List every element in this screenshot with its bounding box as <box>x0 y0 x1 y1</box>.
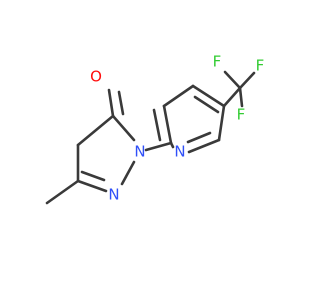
bond-c4-c5 <box>76 114 115 147</box>
bond-layer <box>45 70 256 205</box>
atom-nitrogen-pyridine: N <box>174 143 185 161</box>
bond-py-c6-n <box>187 138 221 154</box>
bond-py-c4-c5-double <box>193 95 220 114</box>
atom-fluorine-bottom: F <box>237 106 246 124</box>
bond-c5-cf3 <box>222 86 242 108</box>
atom-fluorine-right: F <box>256 57 265 75</box>
bond-c5-o-double <box>117 90 125 116</box>
bond-methyl-c3 <box>45 179 80 205</box>
bond-py-c2-c3 <box>162 104 173 145</box>
bond-cf3-f-bottom <box>238 86 244 108</box>
molecule-structure-diagram: O N N N F F F <box>45 53 264 205</box>
bond-cf3-f-right <box>238 71 256 90</box>
bond-py-n-c2 <box>169 141 175 149</box>
atom-nitrogen-n1: N <box>134 143 145 161</box>
bond-py-c4-c5 <box>191 84 226 108</box>
bond-py-c5-c6 <box>217 104 226 142</box>
bond-c5-o <box>107 88 115 118</box>
atom-fluorine-top: F <box>213 53 222 71</box>
bond-cf3-f-top <box>223 70 242 90</box>
bond-py-c3-c4 <box>162 84 195 108</box>
bond-n2-n1 <box>120 160 136 186</box>
bond-n1-py <box>144 141 173 152</box>
bond-py-c6-n-double <box>186 131 212 144</box>
atom-label-layer: O N N N F F F <box>90 53 264 204</box>
bond-c3-n2 <box>76 179 108 193</box>
bond-py-c2-c3-double <box>152 108 162 142</box>
atom-nitrogen-n2: N <box>108 186 119 204</box>
bond-c3-n2-double <box>80 170 106 182</box>
atom-oxygen: O <box>90 68 102 86</box>
bond-c5-n1 <box>111 114 136 142</box>
